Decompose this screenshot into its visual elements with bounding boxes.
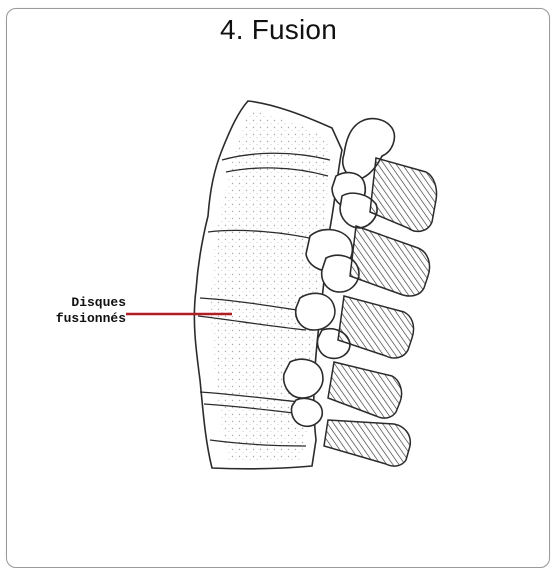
disc-label: Disques fusionnés (26, 295, 126, 327)
disc-label-line-1: Disques (26, 295, 126, 311)
disc-label-line-2: fusionnés (26, 311, 126, 327)
